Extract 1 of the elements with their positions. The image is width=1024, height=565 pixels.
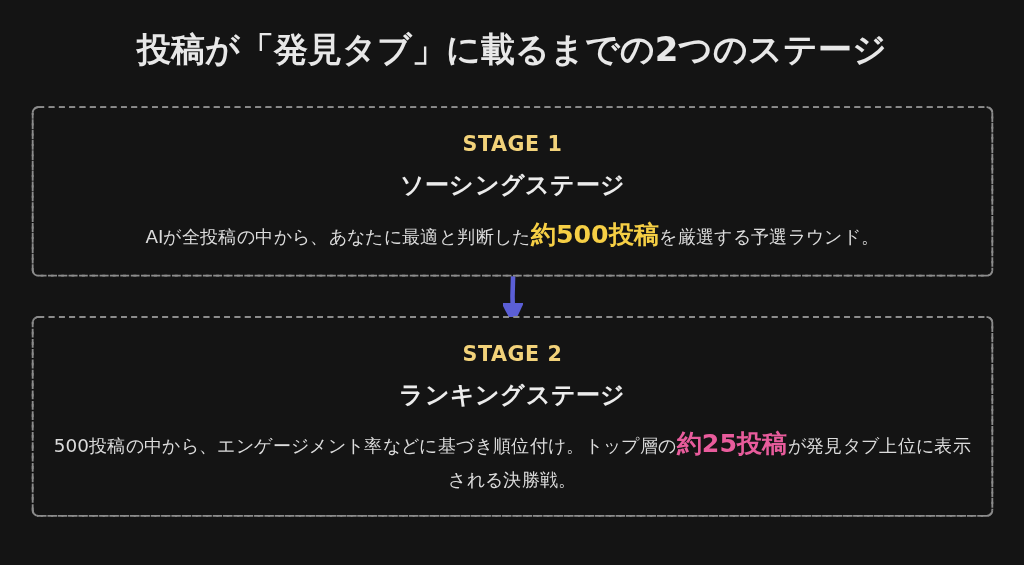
title: 投稿が「発見タブ」に載るまでの2つのステージ xyxy=(136,28,888,71)
